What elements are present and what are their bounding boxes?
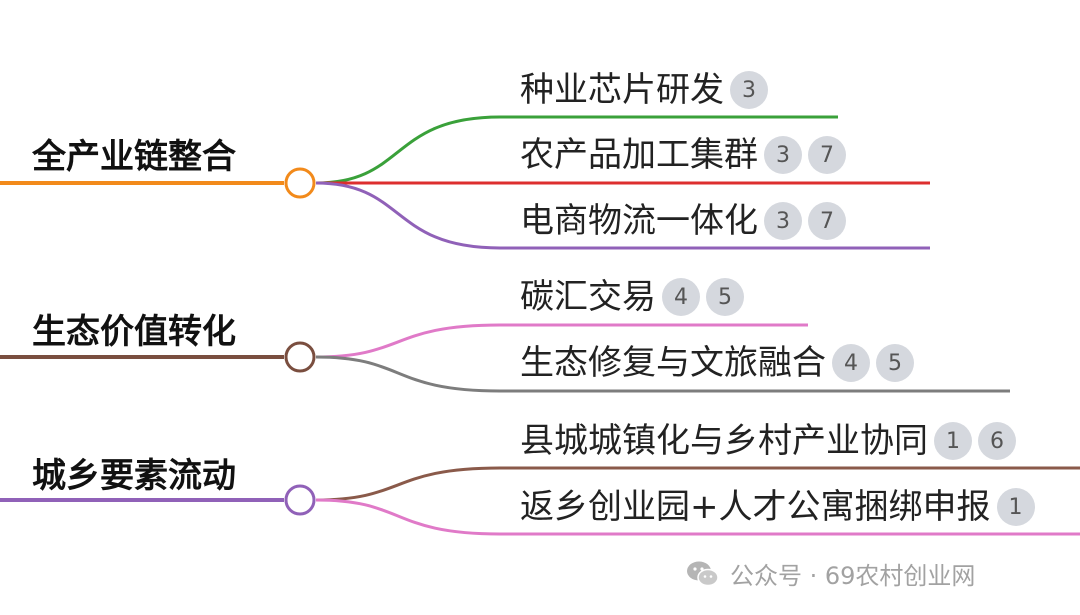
leaf-eco-restoration[interactable]: 生态修复与文旅融合 4 5 bbox=[520, 340, 914, 386]
wechat-icon bbox=[687, 561, 719, 586]
watermark-text: 公众号 · 69农村创业网 bbox=[730, 562, 976, 590]
branch-node bbox=[284, 167, 316, 199]
leaf-label: 电商物流一体化 bbox=[520, 201, 758, 241]
leaf-label: 县城城镇化与乡村产业协同 bbox=[520, 421, 928, 461]
branch-title-ecology[interactable]: 生态价值转化 bbox=[32, 312, 236, 352]
leaf-carbon-trading[interactable]: 碳汇交易 4 5 bbox=[520, 274, 744, 320]
badge: 4 bbox=[662, 278, 700, 316]
leaf-label: 种业芯片研发 bbox=[520, 70, 724, 110]
leaf-processing-cluster[interactable]: 农产品加工集群 3 7 bbox=[520, 132, 846, 178]
badge: 3 bbox=[764, 136, 802, 174]
badge: 7 bbox=[808, 136, 846, 174]
leaf-label: 返乡创业园+人才公寓捆绑申报 bbox=[520, 487, 991, 527]
badge: 6 bbox=[978, 422, 1016, 460]
branch-title-urban-rural[interactable]: 城乡要素流动 bbox=[32, 456, 236, 496]
leaf-ecommerce-logistics[interactable]: 电商物流一体化 3 7 bbox=[520, 198, 846, 244]
leaf-county-urbanization[interactable]: 县城城镇化与乡村产业协同 1 6 bbox=[520, 418, 1016, 464]
badge: 5 bbox=[876, 344, 914, 382]
leaf-seed-chip[interactable]: 种业芯片研发 3 bbox=[520, 67, 768, 113]
badge: 1 bbox=[996, 488, 1035, 526]
branch-node bbox=[284, 484, 316, 516]
leaf-connector bbox=[315, 355, 1010, 393]
leaf-label: 生态修复与文旅融合 bbox=[520, 343, 826, 383]
badge: 1 bbox=[934, 422, 972, 460]
leaf-label: 碳汇交易 bbox=[520, 277, 656, 317]
watermark: 公众号 · 69农村创业网 bbox=[686, 556, 975, 591]
badge: 5 bbox=[706, 278, 744, 316]
branch-title-supply-chain[interactable]: 全产业链整合 bbox=[32, 137, 236, 177]
badge: 7 bbox=[808, 202, 846, 240]
leaf-connector bbox=[315, 115, 838, 185]
leaf-connector bbox=[315, 323, 808, 359]
leaf-connector bbox=[315, 466, 1080, 502]
badge: 3 bbox=[764, 202, 802, 240]
leaf-label: 农产品加工集群 bbox=[520, 135, 758, 175]
leaf-connector bbox=[315, 181, 930, 250]
leaf-returnee-park[interactable]: 返乡创业园+人才公寓捆绑申报 1 bbox=[520, 484, 1035, 530]
badge: 4 bbox=[832, 344, 870, 382]
leaf-connector bbox=[315, 498, 1080, 536]
badge: 3 bbox=[730, 71, 768, 109]
branch-node bbox=[284, 341, 316, 373]
